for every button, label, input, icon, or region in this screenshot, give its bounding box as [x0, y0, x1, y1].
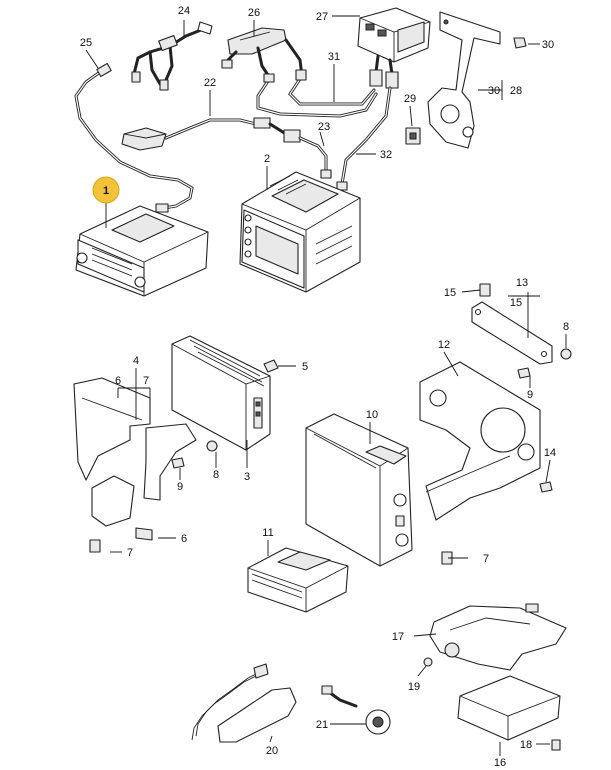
- control-unit-16[interactable]: [457, 675, 561, 741]
- bracket-13[interactable]: [471, 301, 553, 365]
- wiring-harness-24[interactable]: [131, 21, 213, 91]
- callout-label-30-mid: 30: [488, 85, 500, 97]
- wiring-harness-26[interactable]: [221, 27, 378, 118]
- connector-21[interactable]: [321, 685, 391, 735]
- callout-label-32: 32: [380, 149, 392, 161]
- callout-label-7-top: 7: [143, 375, 149, 387]
- nut-8-left[interactable]: [206, 440, 218, 452]
- callout-label-14: 14: [544, 447, 556, 459]
- clip-7-left[interactable]: [89, 539, 101, 553]
- cover-6[interactable]: [91, 475, 153, 541]
- callout-label-9-right: 9: [527, 389, 533, 401]
- callout-label-26: 26: [248, 7, 260, 19]
- callout-label-9-left: 9: [177, 481, 183, 493]
- callout-label-25: 25: [80, 37, 92, 49]
- antenna-module-22[interactable]: [121, 117, 332, 179]
- clip-15[interactable]: [479, 283, 491, 297]
- leader-lines: [85, 15, 567, 756]
- screw-19[interactable]: [423, 657, 433, 667]
- screw-18[interactable]: [551, 739, 561, 751]
- antenna-cable-25[interactable]: [74, 62, 194, 213]
- nut-8-right[interactable]: [560, 348, 572, 360]
- callout-label-17: 17: [392, 631, 404, 643]
- callout-label-12: 12: [438, 339, 450, 351]
- callout-label-6-bottom: 6: [181, 533, 187, 545]
- callout-label-8-left: 8: [213, 469, 219, 481]
- callout-label-3: 3: [244, 471, 250, 483]
- callout-label-16: 16: [494, 757, 506, 769]
- highlight-callout-1[interactable]: 1: [92, 176, 120, 204]
- callout-label-5: 5: [302, 361, 308, 373]
- callout-label-22: 22: [204, 77, 216, 89]
- callout-label-27: 27: [316, 11, 328, 23]
- bracket-12[interactable]: [419, 361, 541, 521]
- clip-29[interactable]: [405, 127, 421, 145]
- callout-label-30-top: 30: [542, 39, 554, 51]
- radio-unit-1[interactable]: [75, 205, 209, 297]
- callout-label-21: 21: [316, 719, 328, 731]
- mounting-plate-17[interactable]: [429, 603, 567, 671]
- screw-9-left[interactable]: [171, 457, 185, 469]
- cd-changer-10[interactable]: [305, 413, 413, 567]
- cd-magazine-11[interactable]: [247, 547, 349, 613]
- callout-label-23: 23: [318, 121, 330, 133]
- screw-30[interactable]: [513, 37, 527, 49]
- callout-label-13: 13: [516, 277, 528, 289]
- callout-label-10: 10: [366, 409, 378, 421]
- callout-label-11: 11: [262, 527, 273, 539]
- callout-label-7-right: 7: [483, 553, 489, 565]
- callout-label-19: 19: [408, 681, 420, 693]
- callout-labels: 2 3 4 5 6 7 6 7 7 8 8 9 9 10 11 12 13 14…: [80, 5, 569, 769]
- callout-label-18: 18: [520, 739, 532, 751]
- callout-label-6-top: 6: [115, 375, 121, 387]
- screw-9-right[interactable]: [517, 367, 531, 379]
- callout-label-4: 4: [133, 355, 139, 367]
- callout-label-1: 1: [103, 185, 109, 197]
- callout-label-8-right: 8: [563, 321, 569, 333]
- microphone-20[interactable]: [191, 663, 297, 743]
- callout-label-29: 29: [404, 93, 416, 105]
- callout-label-20: 20: [266, 745, 278, 757]
- bracket-4[interactable]: [73, 377, 197, 501]
- callout-label-28: 28: [510, 85, 522, 97]
- callout-label-15-right: 15: [510, 297, 522, 309]
- callout-label-24: 24: [178, 5, 190, 17]
- callout-label-7-left: 7: [127, 547, 133, 559]
- bracket-28[interactable]: [427, 11, 501, 149]
- navigation-unit-2[interactable]: [239, 171, 361, 293]
- amplifier-3[interactable]: [171, 335, 271, 451]
- screw-14[interactable]: [539, 481, 553, 493]
- callout-label-2: 2: [264, 153, 270, 165]
- control-module-27[interactable]: [336, 7, 431, 191]
- callout-label-15-left: 15: [444, 287, 456, 299]
- screw-5[interactable]: [263, 359, 279, 373]
- callout-label-31: 31: [328, 51, 340, 63]
